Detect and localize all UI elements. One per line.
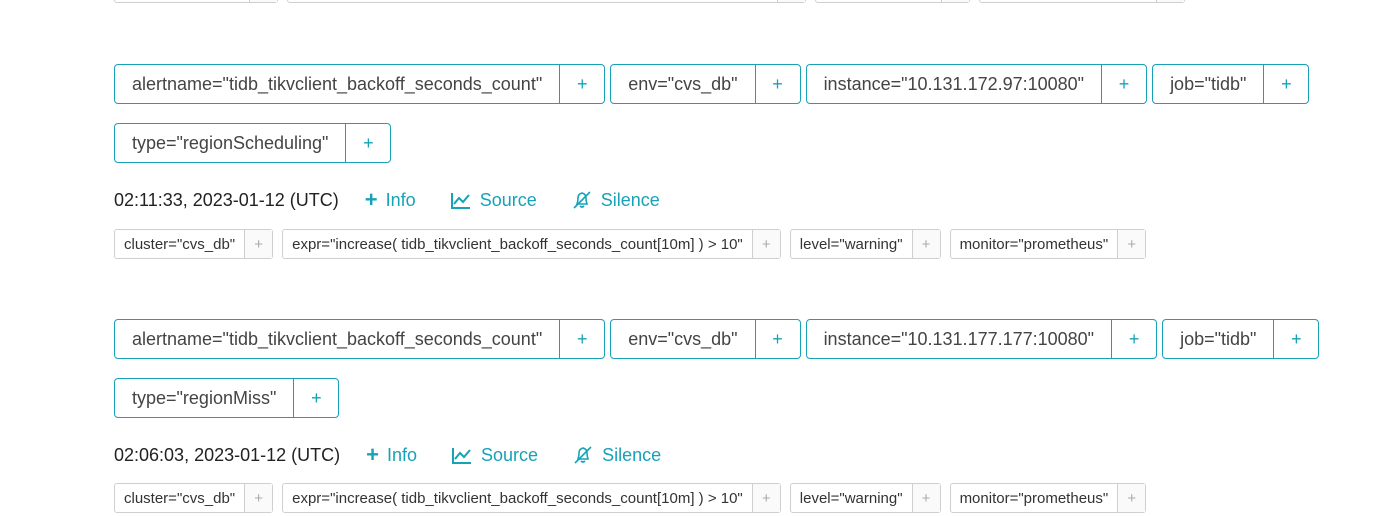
- label-text: type="regionMiss": [132, 387, 277, 408]
- silence-button[interactable]: Silence: [573, 445, 661, 466]
- label-tag-job[interactable]: job="tidb" +: [1162, 319, 1320, 359]
- source-link[interactable]: Source: [450, 189, 537, 211]
- source-label: Source: [479, 189, 537, 210]
- label-text: job="tidb": [1170, 73, 1247, 94]
- annotation-row-partial: + + + +: [114, 0, 1194, 3]
- add-filter-button[interactable]: +: [1117, 230, 1146, 258]
- annotation-tag: +: [114, 0, 278, 3]
- annotation-label: [288, 0, 777, 2]
- silence-label: Silence: [602, 444, 662, 465]
- add-filter-button[interactable]: +: [1263, 65, 1308, 103]
- annotation-tag: expr="increase( tidb_tikvclient_backoff_…: [282, 483, 781, 513]
- annotation-row: cluster="cvs_db" + expr="increase( tidb_…: [114, 229, 1155, 259]
- annotation-tag: monitor="prometheus" +: [949, 483, 1147, 513]
- alert-labels-row: type="regionScheduling" +: [114, 123, 396, 163]
- annotation-tag: level="warning" +: [789, 229, 941, 259]
- label-tag-type[interactable]: type="regionScheduling" +: [114, 123, 392, 163]
- label-text: env="cvs_db": [628, 73, 738, 94]
- info-button[interactable]: + Info: [366, 444, 417, 466]
- alert-labels-row: alertname="tidb_tikvclient_backoff_secon…: [114, 64, 1314, 104]
- add-filter-button[interactable]: +: [751, 230, 780, 258]
- label-text: type="regionScheduling": [132, 132, 329, 153]
- add-filter-button[interactable]: +: [1117, 484, 1146, 512]
- label-tag-env[interactable]: env="cvs_db" +: [610, 64, 801, 104]
- label-text: env="cvs_db": [628, 328, 738, 349]
- label-tag-env[interactable]: env="cvs_db" +: [610, 319, 801, 359]
- annotation-label: level="warning": [799, 235, 903, 253]
- label-text: alertname="tidb_tikvclient_backoff_secon…: [132, 73, 543, 94]
- annotation-label: [980, 0, 1156, 2]
- bell-slash-icon: [573, 191, 591, 209]
- info-button[interactable]: + Info: [365, 189, 416, 211]
- add-filter-button[interactable]: +: [911, 484, 940, 512]
- label-text: job="tidb": [1180, 328, 1257, 349]
- add-filter-button[interactable]: +: [249, 0, 277, 2]
- info-label: Info: [386, 444, 418, 465]
- label-tag-job[interactable]: job="tidb" +: [1152, 64, 1310, 104]
- add-filter-button[interactable]: +: [1156, 0, 1184, 2]
- silence-label: Silence: [600, 189, 660, 210]
- annotation-label: level="warning": [799, 489, 903, 507]
- label-text: instance="10.131.177.177:10080": [823, 328, 1095, 349]
- line-chart-icon: [450, 192, 470, 209]
- annotation-tag: +: [287, 0, 806, 3]
- source-label: Source: [481, 444, 539, 465]
- annotation-tag: +: [815, 0, 970, 3]
- annotation-label: cluster="cvs_db": [124, 489, 236, 507]
- add-filter-button[interactable]: +: [1273, 320, 1318, 358]
- add-filter-button[interactable]: +: [911, 230, 940, 258]
- add-filter-button[interactable]: +: [1101, 65, 1146, 103]
- alert-meta: 02:11:33, 2023-01-12 (UTC) + Info Source…: [114, 188, 695, 212]
- add-filter-button[interactable]: +: [559, 320, 604, 358]
- alert-timestamp: 02:11:33, 2023-01-12 (UTC): [114, 189, 339, 210]
- annotation-tag: +: [979, 0, 1185, 3]
- alert-labels-row: alertname="tidb_tikvclient_backoff_secon…: [114, 319, 1324, 359]
- add-filter-button[interactable]: +: [754, 320, 800, 358]
- label-text: instance="10.131.172.97:10080": [823, 73, 1085, 94]
- label-tag-instance[interactable]: instance="10.131.177.177:10080" +: [805, 319, 1158, 359]
- add-filter-button[interactable]: +: [751, 484, 780, 512]
- add-filter-button[interactable]: +: [559, 65, 604, 103]
- annotation-row: cluster="cvs_db" + expr="increase( tidb_…: [114, 483, 1155, 513]
- annotation-label: expr="increase( tidb_tikvclient_backoff_…: [292, 489, 743, 507]
- plus-icon: +: [364, 187, 378, 212]
- label-tag-instance[interactable]: instance="10.131.172.97:10080" +: [805, 64, 1148, 104]
- annotation-tag: level="warning" +: [789, 483, 941, 513]
- label-text: alertname="tidb_tikvclient_backoff_secon…: [132, 328, 543, 349]
- bell-slash-icon: [574, 446, 592, 464]
- info-label: Info: [385, 189, 416, 210]
- annotation-label: cluster="cvs_db": [124, 235, 236, 253]
- add-filter-button[interactable]: +: [754, 65, 800, 103]
- add-filter-button[interactable]: +: [777, 0, 805, 2]
- annotation-tag: cluster="cvs_db" +: [114, 229, 274, 259]
- annotation-label: [816, 0, 941, 2]
- add-filter-button[interactable]: +: [293, 379, 338, 417]
- annotation-label: expr="increase( tidb_tikvclient_backoff_…: [292, 235, 743, 253]
- add-filter-button[interactable]: +: [244, 484, 273, 512]
- label-tag-alertname[interactable]: alertname="tidb_tikvclient_backoff_secon…: [114, 64, 606, 104]
- annotation-tag: cluster="cvs_db" +: [114, 483, 274, 513]
- silence-button[interactable]: Silence: [572, 190, 660, 211]
- add-filter-button[interactable]: +: [941, 0, 969, 2]
- annotation-label: [115, 0, 249, 2]
- add-filter-button[interactable]: +: [1111, 320, 1156, 358]
- annotation-tag: expr="increase( tidb_tikvclient_backoff_…: [282, 229, 781, 259]
- add-filter-button[interactable]: +: [244, 230, 273, 258]
- alert-timestamp: 02:06:03, 2023-01-12 (UTC): [114, 444, 341, 465]
- annotation-label: monitor="prometheus": [959, 235, 1109, 253]
- add-filter-button[interactable]: +: [345, 124, 390, 162]
- line-chart-icon: [452, 447, 472, 464]
- alert-meta: 02:06:03, 2023-01-12 (UTC) + Info Source…: [114, 443, 696, 467]
- plus-icon: +: [366, 442, 379, 467]
- label-tag-alertname[interactable]: alertname="tidb_tikvclient_backoff_secon…: [114, 319, 606, 359]
- annotation-tag: monitor="prometheus" +: [949, 229, 1147, 259]
- label-tag-type[interactable]: type="regionMiss" +: [114, 378, 340, 418]
- annotation-label: monitor="prometheus": [959, 489, 1109, 507]
- alert-labels-row: type="regionMiss" +: [114, 378, 344, 418]
- source-link[interactable]: Source: [452, 445, 538, 466]
